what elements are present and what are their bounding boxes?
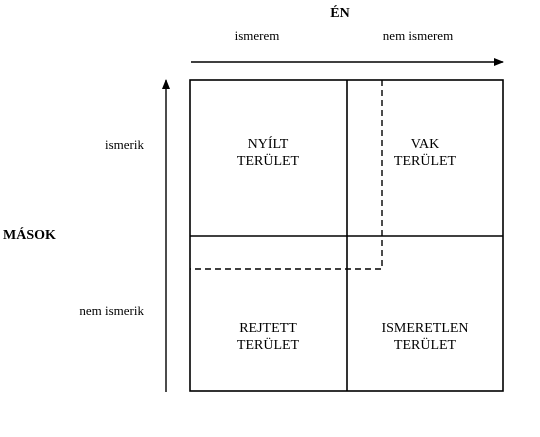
quadrant-hidden-title: REJTETT <box>239 321 297 336</box>
quadrant-open-area: NYÍLT TERÜLET <box>193 136 343 170</box>
column-label-known: ismerem <box>234 28 280 43</box>
column-label-unknown: nem ismerem <box>382 28 454 43</box>
quadrant-hidden-area: REJTETT TERÜLET <box>193 320 343 354</box>
quadrant-open-subtitle: TERÜLET <box>236 154 300 169</box>
self-title: ÉN <box>330 6 350 21</box>
quadrant-open-title: NYÍLT <box>247 137 289 152</box>
quadrant-blind-subtitle: TERÜLET <box>393 154 457 169</box>
quadrant-hidden-subtitle: TERÜLET <box>236 338 300 353</box>
quadrant-unknown-title: ISMERETLEN <box>381 321 469 336</box>
row-label-unknown: nem ismerik <box>79 303 144 318</box>
others-title: MÁSOK <box>3 228 56 243</box>
dashed-open-area-boundary <box>190 80 383 270</box>
quadrant-unknown-subtitle: TERÜLET <box>393 338 457 353</box>
row-label-known: ismerik <box>105 137 144 152</box>
quadrant-blind-title: VAK <box>410 137 440 152</box>
quadrant-unknown-area: ISMERETLEN TERÜLET <box>350 320 500 354</box>
quadrant-blind-area: VAK TERÜLET <box>350 136 500 170</box>
